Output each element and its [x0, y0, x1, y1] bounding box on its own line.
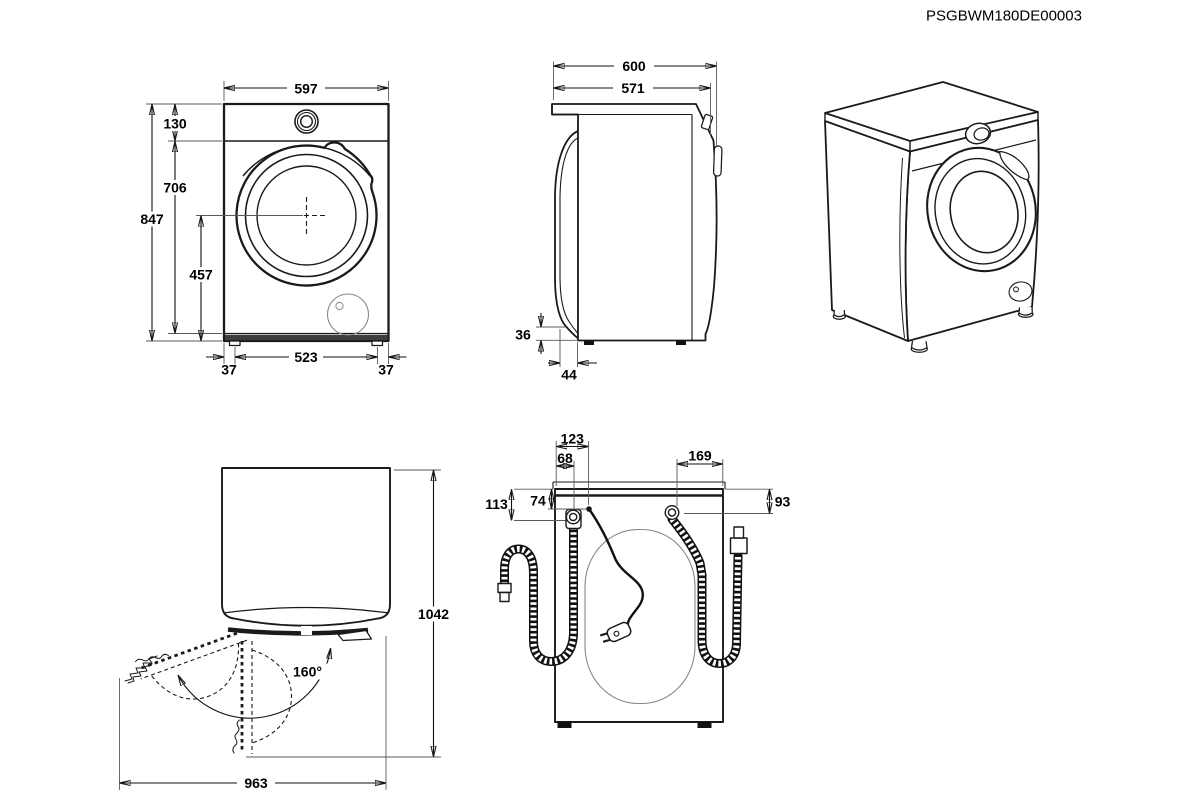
dim-front-door-center-height: 457 [189, 267, 213, 283]
front-view-machine [222, 102, 390, 347]
dim-front-width: 597 [294, 80, 318, 96]
top-view: 160° 1042 963 [119, 467, 456, 791]
dim-front-foot-offset-right: 37 [378, 362, 394, 378]
top-closed-door-strip [227, 627, 369, 636]
dim-side-body-depth: 571 [621, 80, 645, 96]
front-view: 597 847 130 706 457 523 37 37 [137, 80, 407, 378]
dim-side-total-depth: 600 [622, 58, 646, 74]
side-view: 600 571 36 44 [515, 58, 723, 383]
dim-front-total-height: 847 [140, 211, 164, 227]
top-door-swing-arc [178, 648, 331, 719]
side-view-machine [551, 103, 723, 345]
rear-drain-hose [497, 508, 582, 666]
dim-front-feet-distance: 523 [294, 349, 318, 365]
dim-side-door-protrusion: 44 [561, 367, 577, 383]
front-door-outer-ring-with-handle [235, 141, 378, 287]
top-door-latch-gap [301, 626, 312, 635]
rear-foot-left [557, 722, 572, 728]
rear-view-dimensions: 123 68 169 113 74 93 [485, 431, 790, 521]
dim-rear-cord-y: 74 [530, 493, 546, 509]
dim-side-door-clearance: 36 [515, 327, 531, 343]
perspective-filter-cap [1008, 281, 1033, 302]
perspective-view [824, 81, 1040, 353]
rear-power-cord [586, 506, 644, 643]
top-worktop-outline [221, 467, 391, 627]
perspective-side-crease [899, 157, 905, 339]
dim-front-foot-offset-left: 37 [221, 362, 237, 378]
front-foot-left [228, 340, 241, 347]
perspective-door-handle [999, 150, 1030, 181]
perspective-side-face [824, 120, 911, 342]
top-view-dimensions: 1042 963 [119, 469, 456, 791]
side-door-bulge [554, 130, 579, 339]
rear-inlet-hose-connector [729, 537, 748, 555]
rear-power-plug [599, 621, 632, 643]
top-door-open-90 [231, 639, 293, 756]
top-door-break-lines [124, 655, 158, 682]
dim-top-open-angle: 160° [293, 664, 322, 680]
rear-worktop-edge [552, 481, 726, 489]
side-foot-front [584, 340, 594, 345]
perspective-feet [832, 306, 1034, 353]
dim-top-depth-door-open: 1042 [418, 606, 449, 622]
rear-foot-right [697, 722, 712, 728]
rear-inlet-hose [664, 505, 748, 668]
dim-front-panel-to-plinth: 706 [163, 180, 187, 196]
dim-rear-drain-x: 68 [557, 450, 573, 466]
rear-view: 123 68 169 113 74 93 [485, 431, 790, 728]
dim-rear-inlet-x: 169 [688, 448, 712, 464]
front-plinth [225, 334, 388, 341]
dim-rear-inlet-y: 93 [775, 494, 791, 510]
dim-top-width-door-open: 963 [244, 775, 268, 791]
front-program-knob [294, 109, 319, 134]
front-drain-filter-cap [326, 293, 370, 336]
dim-front-panel-height: 130 [163, 116, 187, 132]
perspective-door [926, 146, 1037, 273]
top-front-edge-line [222, 606, 390, 614]
dim-rear-drain-y: 113 [485, 496, 508, 512]
front-view-dimensions: 597 847 130 706 457 523 37 37 [137, 80, 407, 378]
rear-view-machine [497, 481, 748, 728]
front-foot-right [371, 340, 384, 347]
perspective-knob [964, 122, 992, 145]
top-door-handle [337, 629, 373, 642]
dim-rear-cord-x: 123 [561, 431, 585, 447]
side-rear-hose-holder [712, 145, 723, 177]
side-foot-rear [676, 340, 686, 345]
drawing-number: PSGBWM180DE00003 [926, 8, 1082, 25]
rear-panel-emboss [584, 528, 696, 705]
side-view-dimensions: 600 571 36 44 [515, 58, 717, 383]
rear-drain-hose-end [497, 582, 512, 594]
